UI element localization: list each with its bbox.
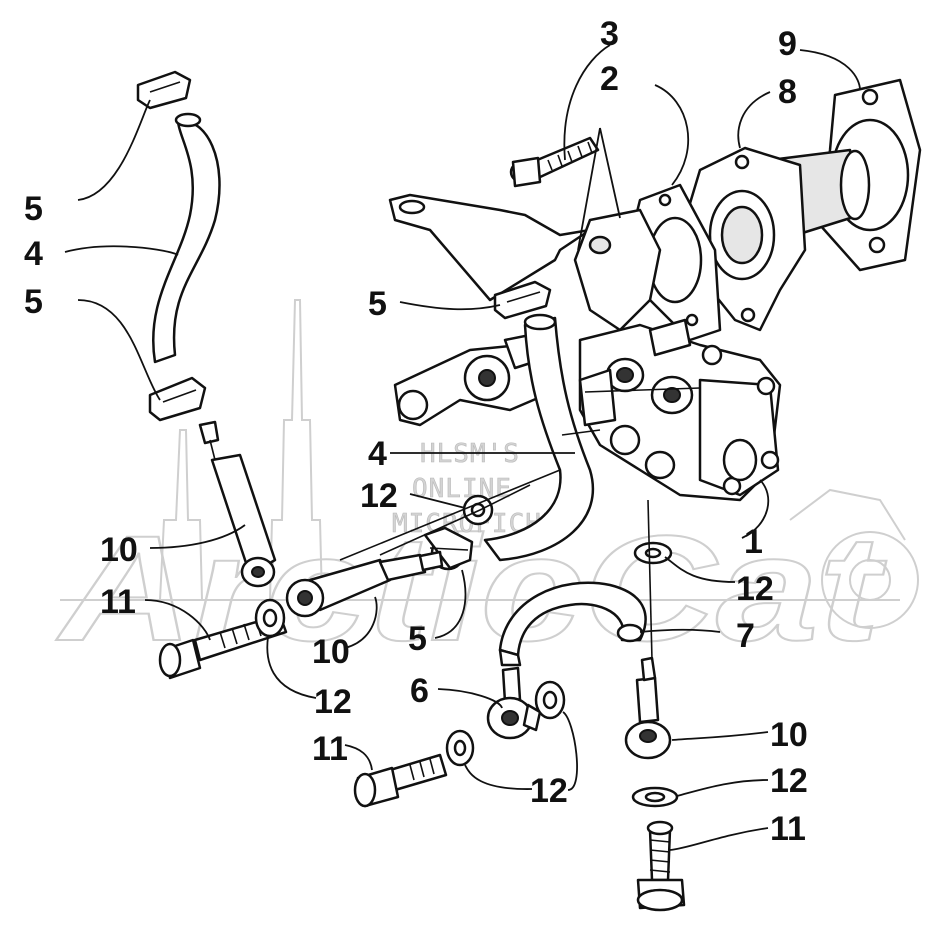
bolt-11-lower xyxy=(353,753,448,808)
callout-4-left: 4 xyxy=(24,235,43,273)
washer-12-bottom xyxy=(631,786,679,808)
inlet-fitting xyxy=(393,333,552,427)
callout-4-center: 4 xyxy=(368,435,387,473)
gasket-2 xyxy=(628,183,722,342)
callout-6: 6 xyxy=(410,672,429,710)
washer-12-left xyxy=(254,598,286,638)
callout-11-lower: 11 xyxy=(312,730,348,768)
watermark-line-2: ONLINE xyxy=(412,474,512,504)
leader-lines xyxy=(64,44,861,851)
callout-11-right: 11 xyxy=(770,810,806,848)
clamp-5-center xyxy=(493,280,552,320)
callout-12-center: 12 xyxy=(360,477,398,515)
bolt-11-right xyxy=(636,820,686,912)
callout-5-left: 5 xyxy=(24,283,43,321)
assembly-centerlines xyxy=(339,387,701,661)
washer-12-right-upper xyxy=(633,541,673,565)
bolt-3 xyxy=(509,136,600,188)
callout-2: 2 xyxy=(600,60,619,98)
callout-12-lower: 12 xyxy=(530,772,568,810)
washer-12-lower-center xyxy=(445,729,475,767)
watermark-line-1: HLSM'S xyxy=(420,439,520,469)
callout-9: 9 xyxy=(778,25,797,63)
clamp-5-top-left xyxy=(136,70,192,110)
washer-12-lower-right xyxy=(534,680,566,720)
callout-3: 3 xyxy=(600,15,619,53)
hose-4-left xyxy=(152,112,221,364)
callout-10-left: 10 xyxy=(100,531,138,569)
callout-labels: 3 2 9 8 5 4 5 5 4 12 10 1 12 11 10 5 7 1… xyxy=(24,15,808,848)
oil-pump-1 xyxy=(578,318,782,502)
callout-10-right: 10 xyxy=(770,716,808,754)
callout-5-top: 5 xyxy=(24,190,43,228)
hose-4-center xyxy=(483,313,595,562)
callout-8: 8 xyxy=(778,73,797,111)
banjo-10-right xyxy=(624,656,672,760)
callout-7: 7 xyxy=(736,617,755,655)
callout-5-center: 5 xyxy=(368,285,387,323)
callout-10-center: 10 xyxy=(312,633,350,671)
callout-1: 1 xyxy=(744,523,763,561)
mounting-bracket xyxy=(388,193,662,332)
hose-7 xyxy=(498,581,647,667)
clamp-5-lower-left xyxy=(148,376,207,422)
callout-12-bottom: 12 xyxy=(770,762,808,800)
banjo-10-center xyxy=(285,550,444,618)
callout-12-left-lower: 12 xyxy=(314,683,352,721)
callout-12-right: 12 xyxy=(736,570,774,608)
callout-11-left: 11 xyxy=(100,583,136,621)
banjo-10-left xyxy=(198,420,277,588)
banjo-6 xyxy=(486,666,542,740)
callout-5-lower: 5 xyxy=(408,620,427,658)
